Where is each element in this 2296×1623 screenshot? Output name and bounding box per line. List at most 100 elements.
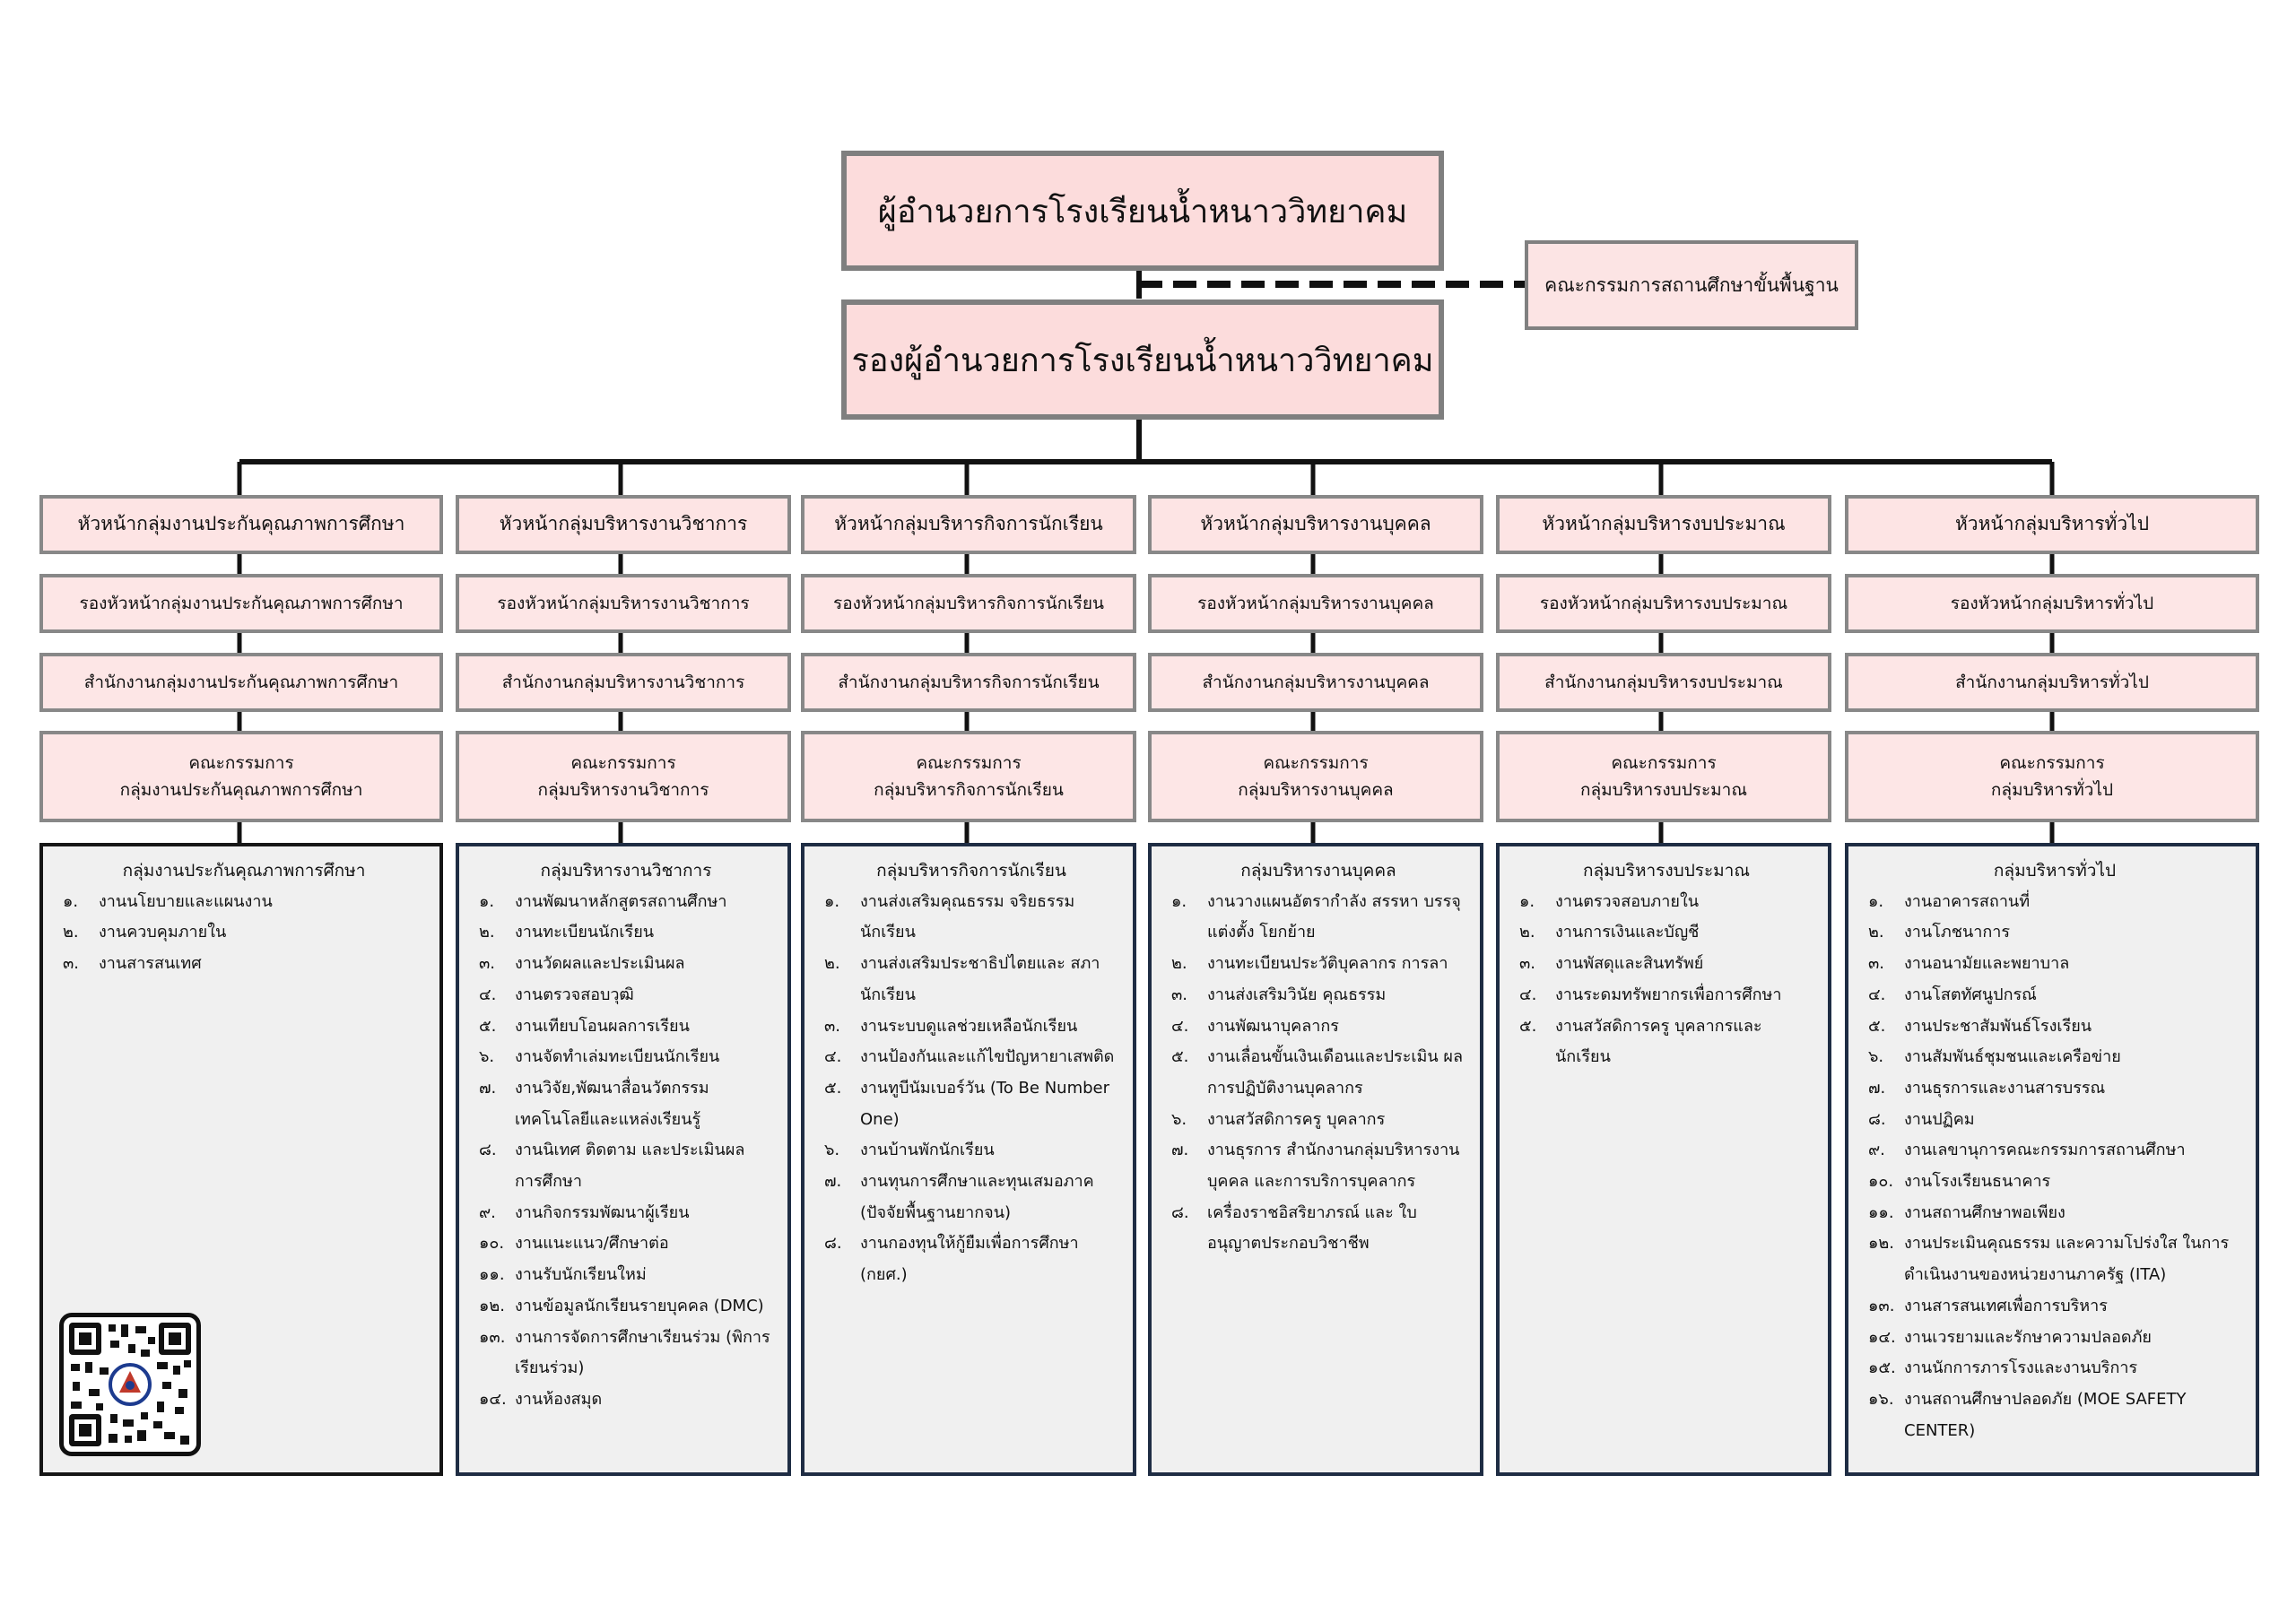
group-deputy-title: รองหัวหน้ากลุ่มบริหารงบประมาณ xyxy=(1539,594,1788,613)
duty-text: งานทะเบียนนักเรียน xyxy=(515,923,655,942)
duties-title: กลุ่มบริหารงบประมาณ xyxy=(1583,861,1750,881)
group-head-box: หัวหน้ากลุ่มบริหารทั่วไป xyxy=(1845,495,2259,554)
duty-number: ๑. xyxy=(824,891,840,911)
duties-title: กลุ่มบริหารงานวิชาการ xyxy=(540,861,712,881)
duty-text: งานส่งเสริมวินัย คุณธรรม xyxy=(1207,985,1387,1004)
duty-text: งานธุรการและงานสารบรรณ xyxy=(1904,1078,2106,1098)
duty-text: งานโรงเรียนธนาคาร xyxy=(1904,1172,2051,1192)
duty-item: ๕.งานเลื่อนขั้นเงินเดือนและประเมิน ผลการ… xyxy=(1171,1042,1465,1104)
duty-number: ๖. xyxy=(1868,1047,1884,1067)
duty-item: ๑.งานนโยบายและแผนงาน xyxy=(63,887,425,918)
duty-number: ๒. xyxy=(63,923,79,942)
group-office-title: สำนักงานกลุ่มบริหารงานบุคคล xyxy=(1202,673,1430,692)
group-committee-box: คณะกรรมการกลุ่มบริหารงบประมาณ xyxy=(1496,731,1831,822)
duty-text: งานสารสนเทศ xyxy=(99,954,202,974)
duty-item: ๘.เครื่องราชอิสริยาภรณ์ และ ใบอนุญาตประก… xyxy=(1171,1198,1465,1260)
duty-number: ๒. xyxy=(824,954,840,974)
duty-number: ๑๓. xyxy=(1868,1296,1895,1315)
duty-text: งานทะเบียนประวัติบุคลากร การลา xyxy=(1207,954,1448,974)
group-deputy-box: รองหัวหน้ากลุ่มบริหารงบประมาณ xyxy=(1496,574,1831,633)
duty-text: งานนักการภารโรงและงานบริการ xyxy=(1904,1358,2138,1378)
group-office-title: สำนักงานกลุ่มบริหารทั่วไป xyxy=(1955,673,2149,692)
duty-number: ๑. xyxy=(479,891,495,911)
duty-item: ๗.งานทุนการศึกษาและทุนเสมอภาค (ปัจจัยพื้… xyxy=(824,1167,1118,1228)
duty-item: ๓.งานระบบดูแลช่วยเหลือนักเรียน xyxy=(824,1011,1118,1043)
group-head-box: หัวหน้ากลุ่มบริหารงบประมาณ xyxy=(1496,495,1831,554)
duty-text: งานสวัสดิการครู บุคลากร xyxy=(1207,1109,1386,1129)
duty-item: ๑.งานวางแผนอัตรากำลัง สรรหา บรรจุ แต่งตั… xyxy=(1171,887,1465,949)
duty-number: ๓. xyxy=(63,954,80,974)
group-head-title: หัวหน้ากลุ่มบริหารงานวิชาการ xyxy=(499,513,748,535)
duty-number: ๓. xyxy=(824,1016,841,1036)
duties-title: กลุ่มบริหารงานบุคคล xyxy=(1240,861,1396,881)
duty-text: งานแนะแนว/ศึกษาต่อ xyxy=(515,1234,669,1254)
duty-item: ๔.งานพัฒนาบุคลากร xyxy=(1171,1011,1465,1043)
group-deputy-title: รองหัวหน้ากลุ่มงานประกันคุณภาพการศึกษา xyxy=(79,594,404,613)
duty-item: ๑๔.งานห้องสมุด xyxy=(479,1384,773,1416)
duties-title: กลุ่มบริหารกิจการนักเรียน xyxy=(876,861,1066,881)
duty-item: ๒. งานทะเบียนประวัติบุคลากร การลา xyxy=(1171,949,1465,980)
duty-number: ๕. xyxy=(1868,1016,1886,1036)
duty-number: ๑๑. xyxy=(479,1265,505,1285)
group-office-title: สำนักงานกลุ่มบริหารงบประมาณ xyxy=(1544,673,1783,692)
duty-item: ๑๕.งานนักการภารโรงและงานบริการ xyxy=(1868,1353,2241,1384)
duty-text: งานทุนการศึกษาและทุนเสมอภาค (ปัจจัยพื้นฐ… xyxy=(860,1172,1094,1222)
duty-item: ๘.งานปฏิคม xyxy=(1868,1105,2241,1136)
committee-group-name: กลุ่มบริหารกิจการนักเรียน xyxy=(874,780,1064,800)
director-box: ผู้อำนวยการโรงเรียนน้ำหนาววิทยาคม xyxy=(841,151,1444,271)
duty-number: ๕. xyxy=(479,1016,497,1036)
duty-item: ๒.งานการเงินและบัญชี xyxy=(1519,917,1813,949)
duty-item: ๔.งานตรวจสอบวุฒิ xyxy=(479,980,773,1011)
group-head-title: หัวหน้ากลุ่มบริหารทั่วไป xyxy=(1954,513,2150,535)
duty-text: งานการจัดการศึกษาเรียนร่วม (พิการเรียนร่… xyxy=(515,1327,770,1378)
group-committee-box: คณะกรรมการกลุ่มบริหารงานวิชาการ xyxy=(456,731,791,822)
duty-item: ๕.งานประชาสัมพันธ์โรงเรียน xyxy=(1868,1011,2241,1043)
duty-number: ๑. xyxy=(63,891,79,911)
group-deputy-box: รองหัวหน้ากลุ่มงานประกันคุณภาพการศึกษา xyxy=(39,574,443,633)
duty-text: งานนิเทศ ติดตาม และประเมินผล การศึกษา xyxy=(515,1141,745,1192)
group-duties-box: กลุ่มบริหารงานวิชาการ๑. งานพัฒนาหลักสูตรส… xyxy=(456,843,791,1476)
group-deputy-box: รองหัวหน้ากลุ่มบริหารงานวิชาการ xyxy=(456,574,791,633)
duty-text: งานวัดผลและประเมินผล xyxy=(515,954,685,974)
duty-text: งานสวัสดิการครู บุคลากรและ นักเรียน xyxy=(1555,1016,1762,1067)
duty-item: ๒.งานส่งเสริมประชาธิปไตยและ สภานักเรียน xyxy=(824,949,1118,1011)
duty-text: งานควบคุมภายใน xyxy=(99,923,227,942)
duty-number: ๙. xyxy=(479,1202,496,1222)
duty-number: ๘. xyxy=(824,1234,842,1254)
group-head-box: หัวหน้ากลุ่มบริหารกิจการนักเรียน xyxy=(801,495,1136,554)
duty-text: งานสถานศึกษาปลอดภัย (MOE SAFETY CENTER) xyxy=(1904,1389,2187,1440)
duty-item: ๗.งานธุรการและงานสารบรรณ xyxy=(1868,1073,2241,1105)
duty-item: ๓.งานอนามัยและพยาบาล xyxy=(1868,949,2241,980)
group-duties-box: กลุ่มบริหารกิจการนักเรียน๑.งานส่งเสริมคุ… xyxy=(801,843,1136,1476)
duties-title: กลุ่มบริหารทั่วไป xyxy=(1993,861,2117,881)
duty-item: ๑๑.งานรับนักเรียนใหม่ xyxy=(479,1260,773,1291)
duty-number: ๖. xyxy=(479,1047,495,1067)
group-office-box: สำนักงานกลุ่มบริหารงบประมาณ xyxy=(1496,653,1831,712)
duty-text: งานพัสดุและสินทรัพย์ xyxy=(1555,954,1704,974)
duty-text: งานบ้านพักนักเรียน xyxy=(860,1141,995,1160)
duty-number: ๓. xyxy=(1519,954,1536,974)
group-head-title: หัวหน้ากลุ่มบริหารกิจการนักเรียน xyxy=(834,513,1103,535)
duty-item: ๕.งานเทียบโอนผลการเรียน xyxy=(479,1011,773,1043)
group-office-box: สำนักงานกลุ่มบริหารทั่วไป xyxy=(1845,653,2259,712)
group-duties-box: กลุ่มบริหารงานบุคคล๑.งานวางแผนอัตรากำลัง… xyxy=(1148,843,1483,1476)
duty-text: งานสถานศึกษาพอเพียง xyxy=(1904,1202,2066,1222)
group-deputy-box: รองหัวหน้ากลุ่มบริหารกิจการนักเรียน xyxy=(801,574,1136,633)
school-board-title: คณะกรรมการสถานศึกษาขั้นพื้นฐาน xyxy=(1544,273,1839,296)
duty-item: ๖. งานบ้านพักนักเรียน xyxy=(824,1135,1118,1167)
group-office-box: สำนักงานกลุ่มบริหารงานวิชาการ xyxy=(456,653,791,712)
group-deputy-title: รองหัวหน้ากลุ่มบริหารงานบุคคล xyxy=(1197,594,1434,613)
duty-text: งานการเงินและบัญชี xyxy=(1555,923,1700,942)
group-duties-box: กลุ่มบริหารงบประมาณ๑.งานตรวจสอบภายใน๒.งา… xyxy=(1496,843,1831,1476)
committee-group-name: กลุ่มงานประกันคุณภาพการศึกษา xyxy=(119,780,363,800)
group-head-title: หัวหน้ากลุ่มงานประกันคุณภาพการศึกษา xyxy=(77,513,405,535)
duty-item: ๒. งานควบคุมภายใน xyxy=(63,917,425,949)
duty-text: งานพัฒนาหลักสูตรสถานศึกษา xyxy=(515,891,727,911)
duty-number: ๗. xyxy=(1171,1141,1189,1160)
duty-number: ๒. xyxy=(1171,954,1187,974)
deputy-director-title: รองผู้อำนวยการโรงเรียนน้ำหนาววิทยาคม xyxy=(851,342,1434,379)
group-office-box: สำนักงานกลุ่มงานประกันคุณภาพการศึกษา xyxy=(39,653,443,712)
duty-item: ๗.งานวิจัย,พัฒนาสื่อนวัตกรรม เทคโนโลยีแล… xyxy=(479,1073,773,1135)
duty-item: ๒.งานทะเบียนนักเรียน xyxy=(479,917,773,949)
duty-number: ๖. xyxy=(824,1141,840,1160)
